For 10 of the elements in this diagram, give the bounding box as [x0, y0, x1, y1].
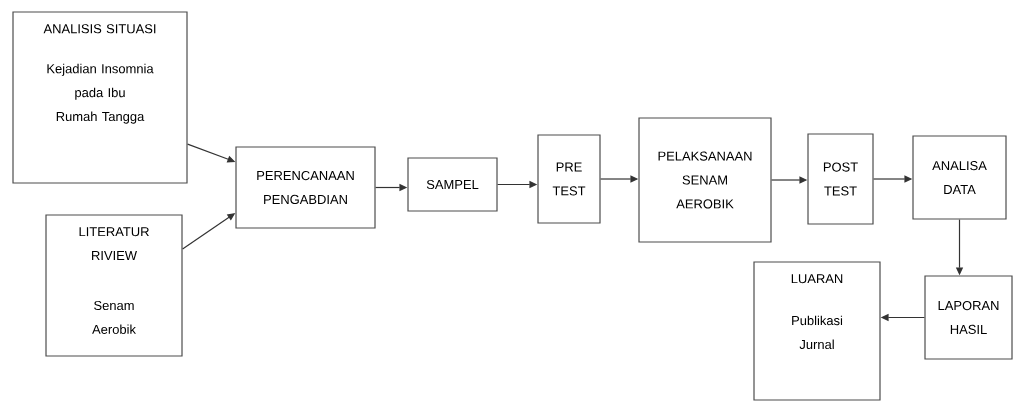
- process-box: SAMPEL: [407, 157, 498, 212]
- process-box: PRE TEST: [537, 134, 601, 224]
- process-box: POST TEST: [807, 133, 874, 225]
- process-box: ANALISIS SITUASI Kejadian Insomnia pada Ibu Rumah Tangga: [12, 11, 188, 184]
- process-box: PELAKSANAAN SENAM AEROBIK: [638, 117, 772, 243]
- process-box: PERENCANAAN PENGABDIAN: [235, 146, 376, 229]
- process-box: LAPORAN HASIL: [924, 275, 1013, 360]
- process-box: ANALISA DATA: [912, 135, 1007, 220]
- process-box: LITERATUR RIVIEW Senam Aerobik: [45, 214, 183, 357]
- process-box: LUARAN Publikasi Jurnal: [753, 261, 881, 401]
